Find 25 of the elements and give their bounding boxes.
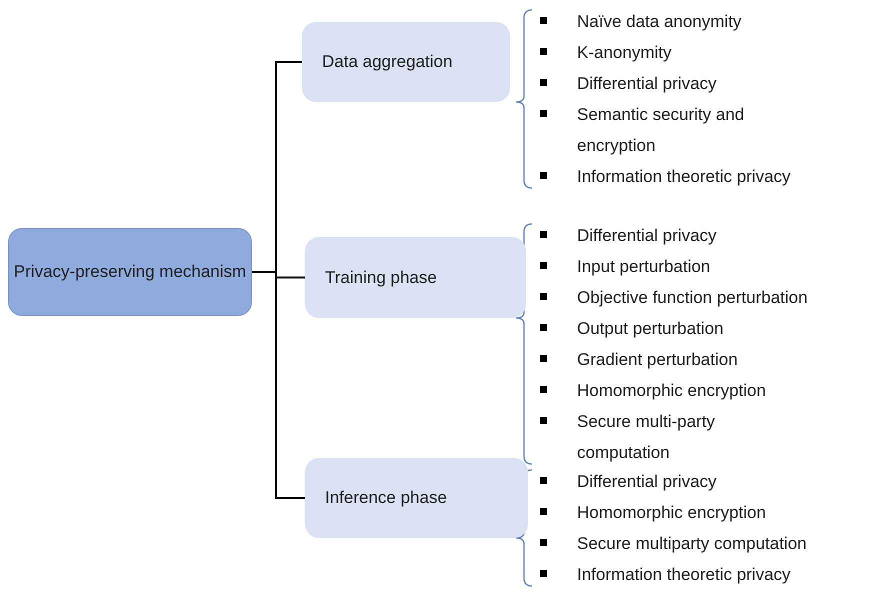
list-item-text: Homomorphic encryption <box>577 380 766 402</box>
node-label: Inference phase <box>325 488 447 508</box>
list-item-text: Homomorphic encryption <box>577 502 766 524</box>
node-label: Privacy-preserving mechanism <box>14 262 246 282</box>
connector-line <box>252 271 305 499</box>
list-item-text: Secure multi-party computation <box>577 411 716 464</box>
node-label: Training phase <box>325 268 437 288</box>
list-item-text: Differential privacy <box>577 225 717 247</box>
list-item-text: Naïve data anonymity <box>577 11 742 33</box>
list-item-text: Objective function perturbation <box>577 287 808 309</box>
node-label: Data aggregation <box>322 52 452 72</box>
list-item-text: Differential privacy <box>577 73 717 95</box>
root-box <box>8 228 252 316</box>
category-box <box>305 237 526 318</box>
list-item-text: Differential privacy <box>577 471 717 493</box>
list-item-text: K-anonymity <box>577 42 672 64</box>
list-item-text: Semantic security and encryption <box>577 104 746 157</box>
list-item-text: Information theoretic privacy <box>577 166 791 188</box>
list-item-text: Input perturbation <box>577 256 710 278</box>
list-item-text: Output perturbation <box>577 318 724 340</box>
category-box <box>305 458 528 538</box>
list-item-text: Information theoretic privacy <box>577 564 791 586</box>
list-item-text: Secure multiparty computation <box>577 533 807 555</box>
category-box <box>302 22 510 102</box>
list-item-text: Gradient perturbation <box>577 349 738 371</box>
